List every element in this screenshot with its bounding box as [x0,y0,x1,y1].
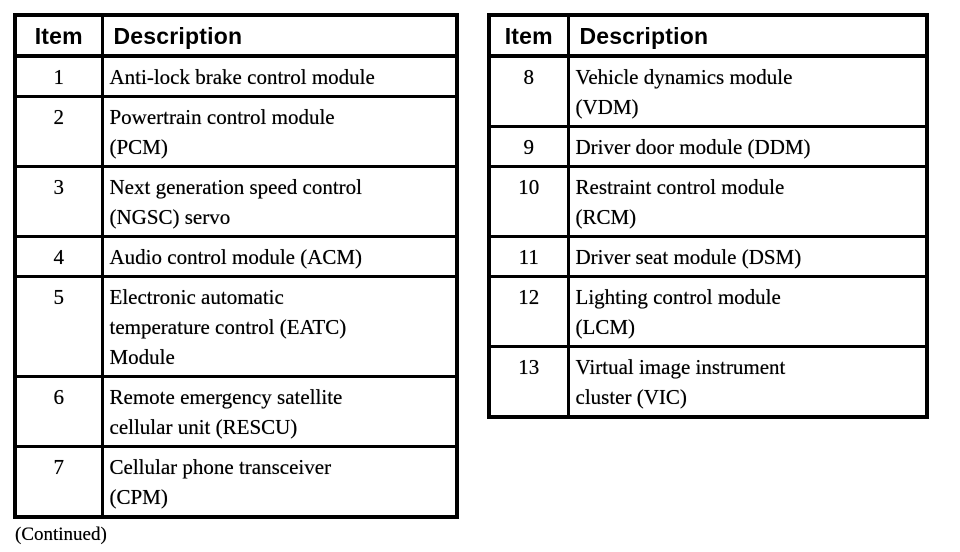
item-number: 9 [487,125,570,168]
item-number: 12 [487,275,570,348]
table-header-row: Item Description [13,13,459,58]
item-description: Vehicle dynamics module (VDM) [566,54,929,128]
item-number: 4 [13,235,104,278]
item-description: Remote emergency satellite cellular unit… [100,375,459,448]
item-description: Lighting control module (LCM) [566,275,929,348]
table-row: 11 Driver seat module (DSM) [487,235,929,278]
item-description: Virtual image instrument cluster (VIC) [566,345,929,419]
item-description: Electronic automatic temperature control… [100,275,459,378]
item-number: 6 [13,375,104,448]
item-number: 8 [487,54,570,128]
item-number: 13 [487,345,570,419]
column-header-description: Description [566,13,929,58]
table-row: 12 Lighting control module (LCM) [487,275,929,348]
table-row: 8 Vehicle dynamics module (VDM) [487,54,929,128]
table-row: 3 Next generation speed control (NGSC) s… [13,165,459,238]
item-number: 2 [13,95,104,168]
item-number: 3 [13,165,104,238]
item-number: 10 [487,165,570,238]
column-header-description: Description [100,13,459,58]
table-row: 2 Powertrain control module (PCM) [13,95,459,168]
table-header-row: Item Description [487,13,929,58]
right-table: Item Description 8 Vehicle dynamics modu… [487,13,929,419]
table-row: 7 Cellular phone transceiver (CPM) [13,445,459,519]
item-description: Driver door module (DDM) [566,125,929,168]
item-number: 7 [13,445,104,519]
item-description: Cellular phone transceiver (CPM) [100,445,459,519]
column-header-item: Item [487,13,570,58]
table-row: 1 Anti-lock brake control module [13,54,459,98]
table-row: 5 Electronic automatic temperature contr… [13,275,459,378]
item-number: 1 [13,54,104,98]
table-row: 10 Restraint control module (RCM) [487,165,929,238]
left-table-container: Item Description 1 Anti-lock brake contr… [13,13,459,546]
item-description: Driver seat module (DSM) [566,235,929,278]
item-description: Restraint control module (RCM) [566,165,929,238]
item-description: Audio control module (ACM) [100,235,459,278]
item-number: 11 [487,235,570,278]
item-description: Anti-lock brake control module [100,54,459,98]
continued-note: (Continued) [15,524,107,545]
item-number: 5 [13,275,104,378]
table-row: 13 Virtual image instrument cluster (VIC… [487,345,929,419]
left-table: Item Description 1 Anti-lock brake contr… [13,13,459,519]
table-row: 9 Driver door module (DDM) [487,125,929,168]
table-row: 6 Remote emergency satellite cellular un… [13,375,459,448]
table-row: 4 Audio control module (ACM) [13,235,459,278]
column-header-item: Item [13,13,104,58]
item-description: Next generation speed control (NGSC) ser… [100,165,459,238]
right-table-container: Item Description 8 Vehicle dynamics modu… [487,13,929,419]
item-description: Powertrain control module (PCM) [100,95,459,168]
